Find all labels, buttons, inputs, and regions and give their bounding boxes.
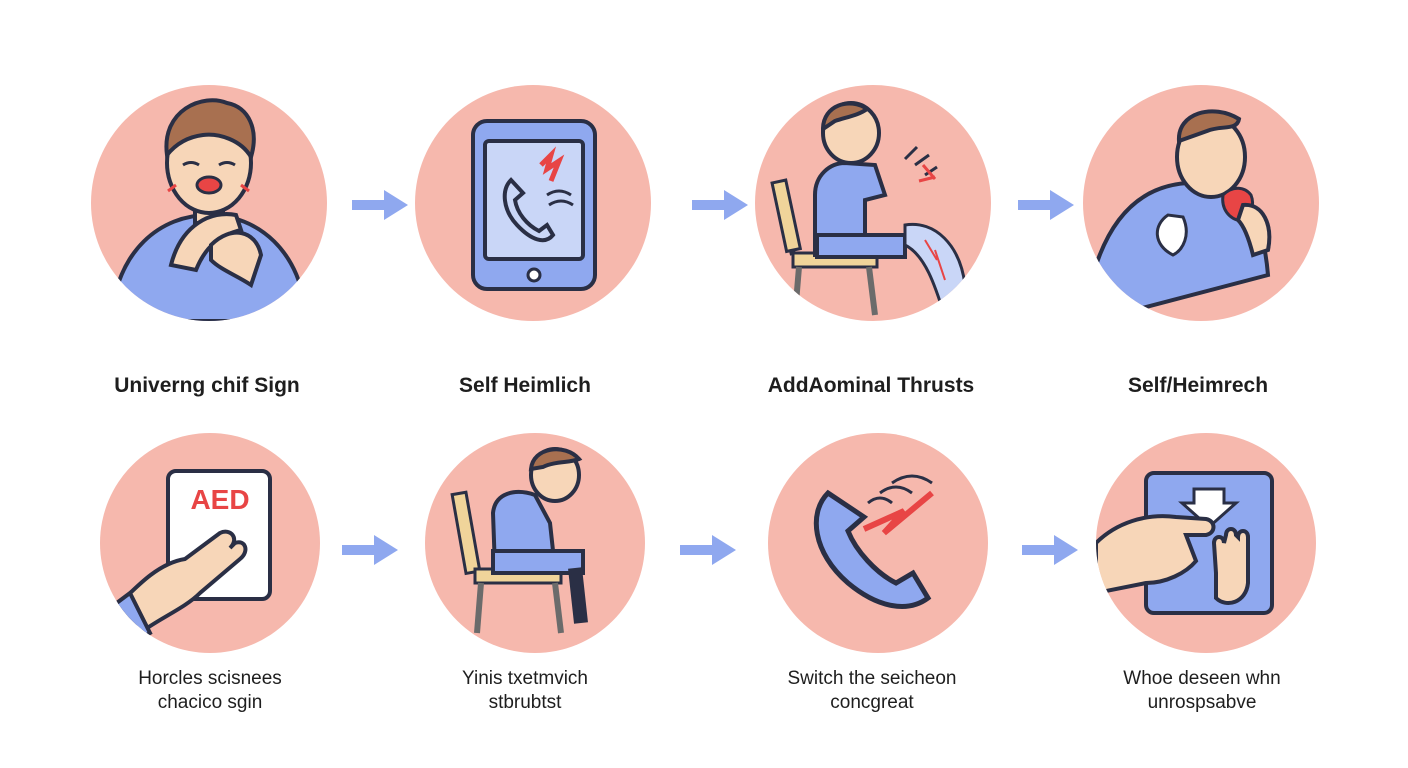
step-5-label-line1: Horcles scisnees [138,668,282,689]
step-8-circle [1096,433,1316,653]
step-7-label: Switch the seicheon concgreat [722,667,1022,715]
arrow-right-icon [692,190,748,220]
step-5-label-line2: chacico sgin [157,692,263,713]
step-1-label: Univerng chif Sign [114,374,300,397]
step-7-circle [768,433,988,653]
step-1-circle [91,85,327,321]
chair-thrust-icon [770,101,967,321]
step-3-circle [755,85,991,321]
phone-handset-icon [813,474,934,609]
step-2-circle [415,85,651,321]
step-5-circle: AED [100,433,320,653]
step-4-label: Self/Heimrech [1127,374,1269,397]
step-6-label-line2: stbrubtst [488,692,562,713]
phone-tablet-icon [471,119,597,291]
aed-hand-icon: AED [107,469,272,651]
hands-down-arrow-icon [1096,471,1274,615]
step-8-label-line2: unrospsabve [1147,692,1257,713]
self-heimlich-icon [1091,109,1272,321]
step-6-label: Yinis txetmvich stbrubtst [375,667,675,715]
arrow-right-icon [680,535,736,565]
arrow-right-icon [1018,190,1074,220]
step-4-circle [1083,85,1319,321]
step-7-label-line1: Switch the seicheon [787,668,957,689]
arrow-right-icon [1022,535,1078,565]
step-8-label: Whoe deseen whn unrospsabve [1052,667,1352,715]
arrow-right-icon [342,535,398,565]
step-8-label-line1: Whoe deseen whn [1123,668,1281,689]
arrow-right-icon [352,190,408,220]
step-3-label: AddAominal Thrusts [767,374,975,397]
aed-text: AED [190,484,249,515]
step-6-circle [425,433,645,653]
choking-person-icon [108,98,310,321]
step-7-label-line2: concgreat [830,692,914,713]
step-6-label-line1: Yinis txetmvich [462,668,588,689]
step-2-label: Self Heimlich [459,374,591,397]
bent-over-chair-icon [450,447,588,634]
step-5-label: Horcles scisnees chacico sgin [60,667,360,715]
